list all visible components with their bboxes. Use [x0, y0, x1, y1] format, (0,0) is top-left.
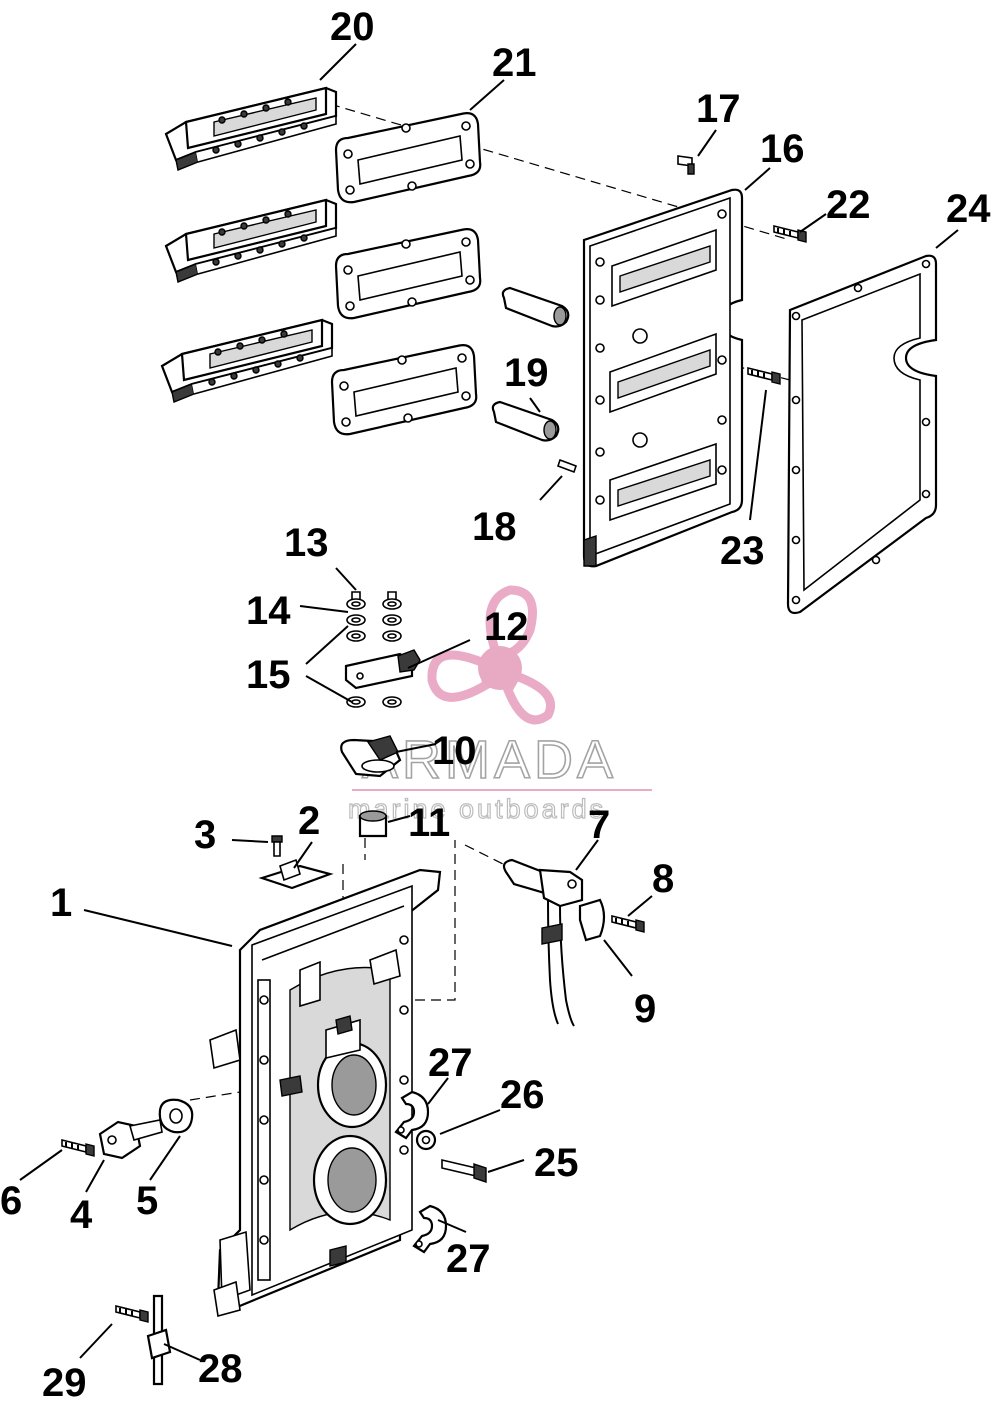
callout-3: 3	[194, 813, 216, 857]
washer-stack	[346, 591, 402, 708]
callout-6: 6	[0, 1179, 22, 1223]
sensor-7	[502, 858, 584, 1027]
pin-18	[556, 458, 578, 474]
callout-27-upper: 27	[428, 1041, 473, 1085]
watermark-brand: ARMADA	[362, 730, 617, 790]
callout-9: 9	[634, 987, 656, 1031]
callout-26: 26	[500, 1073, 545, 1117]
callout-23: 23	[720, 529, 765, 573]
callout-16: 16	[760, 127, 805, 171]
watermark-tagline: marine outboards	[348, 794, 606, 824]
bolt-23	[747, 367, 781, 385]
dowel-pins-19	[491, 286, 570, 442]
propeller-logo-icon	[427, 585, 556, 725]
sensor-12	[344, 649, 421, 690]
clamp-27-lower	[412, 1204, 448, 1254]
callout-8: 8	[652, 857, 674, 901]
armada-watermark: ARMADA marine outboards	[347, 585, 652, 825]
callout-12: 12	[484, 605, 529, 649]
intake-plate	[582, 188, 744, 568]
callout-7: 7	[588, 803, 610, 847]
screw-8	[611, 915, 645, 933]
callout-2: 2	[298, 799, 320, 843]
callout-20: 20	[330, 5, 375, 49]
callout-4: 4	[70, 1193, 93, 1237]
strap-28	[146, 1294, 172, 1386]
callout-10: 10	[432, 729, 477, 773]
callout-11: 11	[408, 801, 450, 845]
callout-1: 1	[50, 881, 72, 925]
bracket-2	[258, 858, 334, 890]
callout-24: 24	[946, 187, 991, 231]
callout-18: 18	[472, 505, 517, 549]
reed-gaskets	[330, 112, 482, 436]
bolt-3	[271, 835, 283, 857]
gasket-5	[158, 1098, 194, 1134]
screw-6	[61, 1139, 95, 1157]
bolt-25	[441, 1158, 487, 1183]
clamp-9	[578, 898, 606, 942]
leader-lines	[19, 43, 959, 1361]
fitting-17	[677, 155, 695, 175]
callout-19: 19	[504, 351, 549, 395]
screw-29	[115, 1305, 149, 1323]
callout-17: 17	[696, 87, 741, 131]
screw-22	[773, 225, 807, 243]
callout-27-lower: 27	[446, 1237, 491, 1281]
fitting-4	[98, 1119, 163, 1160]
callout-28: 28	[198, 1347, 243, 1391]
callout-25: 25	[534, 1141, 579, 1185]
callout-22: 22	[826, 183, 871, 227]
callout-29: 29	[42, 1361, 87, 1405]
sensor-10	[340, 735, 402, 778]
callout-13: 13	[284, 521, 329, 565]
intake-manifold-body	[209, 868, 442, 1318]
callout-5: 5	[136, 1179, 158, 1223]
bushing-11	[358, 810, 388, 838]
callout-14: 14	[246, 589, 291, 633]
plate-gasket	[786, 254, 938, 615]
callout-labels: 20 21 17 16 22 24 19 18 23 13 14 15 12 1…	[0, 5, 991, 1405]
callout-21: 21	[492, 41, 537, 85]
callout-15: 15	[246, 653, 291, 697]
lock-washer-26	[415, 1129, 437, 1151]
reed-block-assembly	[160, 86, 338, 404]
